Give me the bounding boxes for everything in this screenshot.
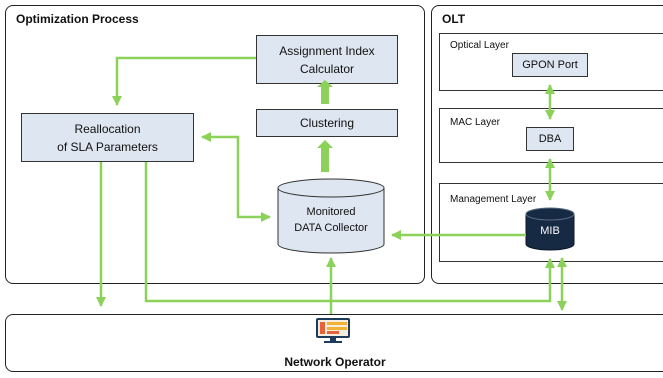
optical-layer-label: Optical Layer — [450, 40, 509, 51]
arrow-clustering-to-calculator — [317, 80, 333, 104]
reallocation-label: Reallocation — [74, 121, 141, 136]
collector-label-line1: Monitored — [306, 206, 356, 218]
calculator-label: Calculator — [299, 61, 355, 76]
arrow-reallocation-collector — [201, 132, 271, 222]
clustering-box: Clustering — [256, 109, 398, 137]
dba-label: DBA — [538, 133, 562, 145]
data-collector-cylinder — [277, 178, 385, 254]
arrow-reallocation-to-mib — [144, 162, 555, 303]
gpon-port-box: GPON Port — [512, 53, 588, 77]
optimization-process-title: Optimization Process — [16, 12, 139, 26]
olt-title: OLT — [442, 12, 466, 26]
reallocation-sla-box: Reallocation of SLA Parameters — [21, 113, 194, 162]
sla-parameters-label: of SLA Parameters — [57, 139, 158, 154]
mac-layer-label: MAC Layer — [450, 117, 501, 128]
arrow-calculator-to-reallocation — [112, 56, 256, 106]
management-layer-label: Management Layer — [450, 194, 537, 205]
clustering-label: Clustering — [299, 116, 355, 130]
mib-label: MIB — [540, 225, 560, 237]
assignment-index-label: Assignment Index — [279, 43, 375, 58]
dba-box: DBA — [526, 127, 574, 151]
assignment-index-calculator-box: Assignment Index Calculator — [256, 35, 398, 84]
arrow-collector-to-clustering — [317, 140, 333, 172]
gpon-port-label: GPON Port — [522, 59, 578, 71]
network-operator-title: Network Operator — [284, 355, 386, 369]
mib-cylinder — [525, 207, 575, 251]
monitor-icon — [316, 318, 350, 343]
collector-label-line2: DATA Collector — [294, 222, 368, 234]
